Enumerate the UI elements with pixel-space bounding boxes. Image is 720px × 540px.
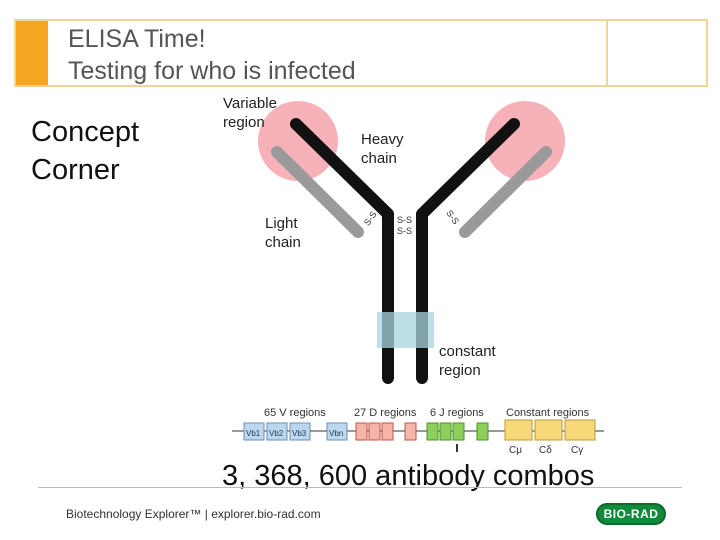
disulfide-bond-hinge-1: S-S xyxy=(397,215,412,225)
v-box-n xyxy=(326,422,348,441)
concept-line1: Concept xyxy=(31,116,140,148)
v-regions-label: 65 V regions xyxy=(264,407,326,419)
bio-rad-logo-text: BIO-RAD xyxy=(603,507,659,521)
light-chain-right xyxy=(459,146,552,238)
variable-line2: region xyxy=(223,114,265,131)
d-regions-label: 27 D regions xyxy=(354,407,417,419)
constant-line2: region xyxy=(439,362,481,379)
title-accent-bar xyxy=(16,21,48,85)
j-regions-label: 6 J regions xyxy=(430,407,484,419)
variable-region-label: Variable region xyxy=(223,94,277,132)
v-box-1-label: Vb1 xyxy=(246,429,261,438)
d-box-3 xyxy=(381,422,394,441)
v-box-2-label: Vb2 xyxy=(269,429,284,438)
light-line1: Light xyxy=(265,215,298,232)
title-box: ELISA Time! Testing for who is infected xyxy=(14,19,708,87)
v-box-n-label: Vbn xyxy=(329,429,343,438)
c-box-delta xyxy=(534,419,563,441)
disulfide-bond-right: S-S xyxy=(444,208,461,226)
v-box-3 xyxy=(289,422,311,441)
slide-title-line2: Testing for who is infected xyxy=(68,57,356,85)
c-box-gamma-label: Cγ xyxy=(571,445,583,456)
constant-regions-label: Constant regions xyxy=(506,407,590,419)
c-box-mu xyxy=(504,419,533,441)
d-box-1 xyxy=(355,422,368,441)
disulfide-bond-left: S-S xyxy=(362,210,379,228)
light-chain-left xyxy=(271,146,364,238)
disulfide-bond-hinge-2: S-S xyxy=(397,226,412,236)
footer-text: Biotechnology Explorer™ | explorer.bio-r… xyxy=(66,507,321,521)
c-box-delta-label: Cδ xyxy=(539,445,552,456)
constant-region-label: constant region xyxy=(439,342,496,380)
j-box-3 xyxy=(452,422,465,441)
j-box-1 xyxy=(426,422,439,441)
j-box-2 xyxy=(439,422,452,441)
v-box-2 xyxy=(266,422,288,441)
concept-line2: Corner xyxy=(31,154,120,186)
footer-rule xyxy=(38,487,682,488)
heavy-line2: chain xyxy=(361,150,397,167)
light-line2: chain xyxy=(265,234,301,251)
v-box-1 xyxy=(243,422,265,441)
constant-line1: constant xyxy=(439,343,496,360)
heavy-chain-label: Heavy chain xyxy=(361,130,404,168)
d-box-4 xyxy=(404,422,417,441)
slide-title-line1: ELISA Time! xyxy=(68,25,206,53)
constant-region-box xyxy=(377,312,434,348)
heavy-line1: Heavy xyxy=(361,131,404,148)
concept-corner-label: Concept Corner xyxy=(31,113,139,189)
v-box-3-label: Vb3 xyxy=(292,429,307,438)
light-chain-label: Light chain xyxy=(265,214,301,252)
antibody-combos-text: 3, 368, 600 antibody combos xyxy=(222,460,595,492)
j-box-4 xyxy=(476,422,489,441)
bio-rad-logo: BIO-RAD xyxy=(596,503,666,525)
c-box-mu-label: Cμ xyxy=(509,445,522,456)
variable-line1: Variable xyxy=(223,95,277,112)
title-divider xyxy=(606,21,608,85)
d-box-2 xyxy=(368,422,381,441)
c-box-gamma xyxy=(564,419,596,441)
